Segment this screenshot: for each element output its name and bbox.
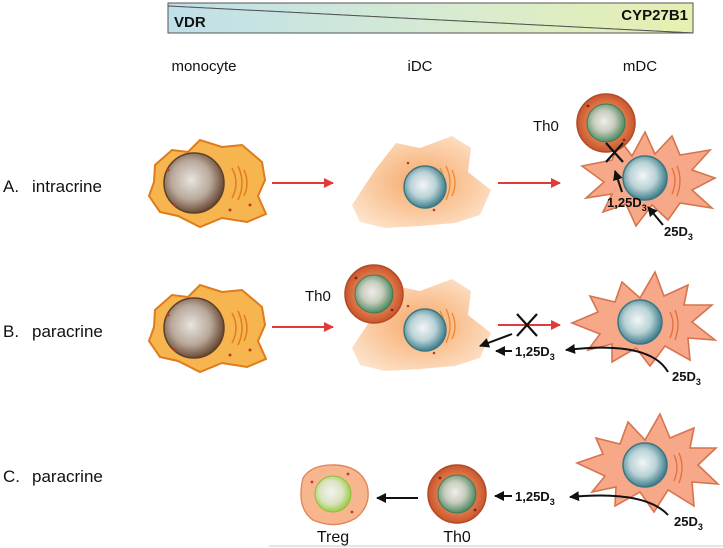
active-d3-label-b: 1,25D3: [515, 344, 555, 362]
th0-label-b: Th0: [305, 288, 331, 305]
stage-mdc: mDC: [623, 58, 657, 75]
block-x-a: [605, 142, 624, 163]
arrow-b-active-to-idc: [479, 333, 513, 348]
mdc-cell-a: [580, 130, 718, 228]
active-d3-label-a: 1,25D3: [607, 195, 647, 213]
monocyte-cell-b: [147, 283, 268, 374]
row-c-mode: paracrine: [32, 467, 103, 486]
treg-label: Treg: [317, 529, 349, 546]
monocyte-cell-a: [147, 138, 268, 229]
th0-cell-b: [344, 264, 404, 324]
arrow-c-inactive-curve: [569, 491, 669, 516]
gradient-bar: VDR CYP27B1: [167, 2, 694, 34]
arrow-a-inactive-in: [647, 206, 664, 226]
th0-label-a: Th0: [533, 118, 559, 135]
row-a-mode: intracrine: [32, 177, 102, 196]
inactive-d3-label-c: 25D3: [674, 514, 703, 532]
cyp27b1-label: CYP27B1: [621, 7, 688, 24]
arrow-a-active-up: [613, 170, 623, 193]
stage-idc: iDC: [408, 58, 433, 75]
active-d3-label-c: 1,25D3: [515, 489, 555, 507]
th0-label-c: Th0: [443, 529, 471, 546]
row-a-letter: A.: [3, 177, 19, 196]
th0-cell-c: [427, 464, 487, 524]
treg-cell: [300, 464, 369, 526]
mdc-cell-c: [574, 412, 721, 514]
row-b-mode: paracrine: [32, 322, 103, 341]
inactive-d3-label-b: 25D3: [672, 369, 701, 387]
block-x-b: [516, 313, 538, 337]
row-b-letter: B.: [3, 322, 19, 341]
row-c-letter: C.: [3, 467, 20, 486]
th0-cell-a: [576, 93, 636, 153]
stage-monocyte: monocyte: [171, 58, 236, 75]
idc-cell-a: [352, 136, 491, 228]
arrow-b-inactive-curve: [565, 343, 669, 373]
mdc-cell-b: [569, 270, 718, 368]
inactive-d3-label-a: 25D3: [664, 224, 693, 242]
vdr-label: VDR: [174, 14, 206, 31]
